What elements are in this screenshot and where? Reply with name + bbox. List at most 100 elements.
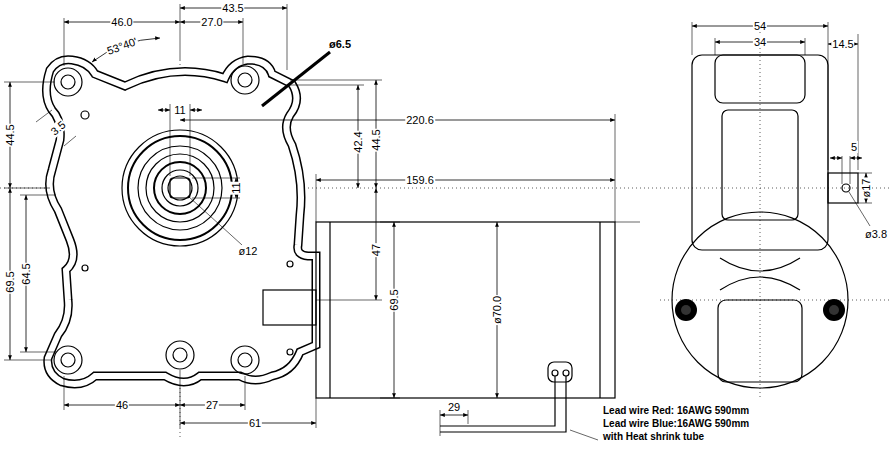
dimension-line	[190, 104, 191, 176]
dimension-line	[4, 4, 872, 436]
side-view	[672, 212, 848, 388]
side-view	[722, 110, 798, 220]
output-hub	[128, 136, 232, 240]
output-hub	[162, 170, 198, 206]
note-text: with Heat shrink tube	[602, 431, 705, 443]
gearbox-housing	[173, 348, 187, 362]
output-hub	[122, 130, 238, 246]
dimension-line	[170, 104, 171, 176]
side-view	[692, 55, 828, 250]
dimension-line	[20, 195, 56, 196]
gearbox-housing	[61, 75, 75, 89]
dimension-value: 29	[447, 401, 461, 413]
side-view	[842, 184, 850, 192]
dimension-line	[858, 173, 872, 174]
dimension-line	[615, 114, 616, 222]
dimension-value: 220.6	[405, 114, 435, 126]
gearbox-housing	[54, 346, 82, 374]
dimension-line	[316, 300, 382, 301]
gearbox-housing	[231, 66, 259, 94]
dimension-line	[805, 38, 806, 55]
dimension-line	[180, 370, 181, 428]
dimension-value: 3.5	[48, 118, 69, 138]
dimension-line	[830, 158, 842, 159]
gearbox-housing	[238, 353, 252, 367]
lead-wire	[440, 376, 555, 426]
gearbox-housing	[287, 349, 293, 355]
dimension-line	[715, 38, 716, 55]
dimension-line	[192, 198, 240, 199]
dimension-line	[188, 196, 242, 245]
dimension-line	[850, 158, 862, 159]
dimension-line	[692, 22, 693, 55]
output-hub	[146, 154, 214, 222]
motor-body	[263, 222, 615, 398]
dimension-line	[262, 52, 330, 106]
dimension-line	[20, 352, 56, 353]
dimension-value: 11	[230, 181, 242, 194]
note-text: Lead wire Red: 16AWG 590mm	[602, 405, 750, 417]
output-hub	[170, 178, 190, 198]
dimension-value: 5	[850, 141, 858, 153]
side-view	[828, 173, 858, 203]
dimension-line	[4, 188, 50, 189]
gearbox-housing	[54, 68, 82, 96]
dimension-value: 27	[205, 399, 219, 411]
dimension-line	[316, 398, 317, 428]
dimension-value: 53°40'	[104, 35, 139, 58]
dimension-line	[290, 80, 382, 81]
side-view	[672, 55, 858, 388]
dimension-line	[316, 174, 317, 222]
side-view	[675, 299, 697, 321]
dimension-line	[290, 85, 364, 86]
side-view	[829, 305, 839, 315]
dimension-line	[468, 410, 469, 424]
dimension-value: 34	[753, 36, 767, 48]
gearbox-housing	[46, 60, 316, 384]
side-view	[681, 305, 691, 315]
center-line	[0, 20, 892, 440]
gearbox-housing	[82, 265, 88, 271]
dimension-line	[64, 18, 65, 66]
dimension-value: 47	[370, 243, 382, 257]
dimension-value: 54	[753, 20, 767, 32]
motor-body	[316, 222, 615, 398]
side-view	[718, 300, 802, 382]
dimension-line	[158, 110, 170, 111]
output-hub	[122, 130, 238, 246]
dimension-line	[243, 18, 244, 64]
dimension-line	[287, 4, 288, 70]
motor-body	[563, 370, 569, 376]
lead-wire	[570, 430, 598, 440]
dimension-value: ø17	[860, 178, 872, 199]
dimension-line	[842, 156, 843, 184]
side-view	[720, 258, 800, 271]
note-text: Lead wire Blue:16AWG 590mm	[602, 418, 750, 430]
dimension-line	[615, 222, 640, 223]
gearbox-housing	[46, 60, 316, 384]
dimension-value: 44.5	[370, 128, 382, 151]
motor-body	[263, 290, 316, 325]
dimension-value: 64.5	[20, 262, 32, 285]
side-view	[720, 277, 800, 290]
dimension-line	[440, 415, 468, 416]
dimension-line	[192, 178, 240, 179]
dimension-value: ø3.8	[864, 228, 888, 240]
dimension-line	[380, 222, 400, 223]
side-view	[823, 299, 845, 321]
dimension-line	[64, 136, 76, 146]
dimension-value: ø70.0	[491, 295, 503, 325]
lead-wire	[440, 376, 598, 440]
output-hub	[138, 146, 222, 230]
gearbox-housing	[61, 353, 75, 367]
dimension-value: 11	[173, 104, 186, 116]
motor-body	[599, 222, 600, 398]
dimension-line	[4, 82, 55, 83]
dimension-line	[180, 4, 181, 60]
dimension-line	[850, 156, 851, 184]
dimension-line	[440, 410, 441, 436]
dimension-value: 14.5	[831, 38, 854, 50]
dimension-line	[380, 398, 400, 399]
dimension-line	[180, 120, 615, 121]
